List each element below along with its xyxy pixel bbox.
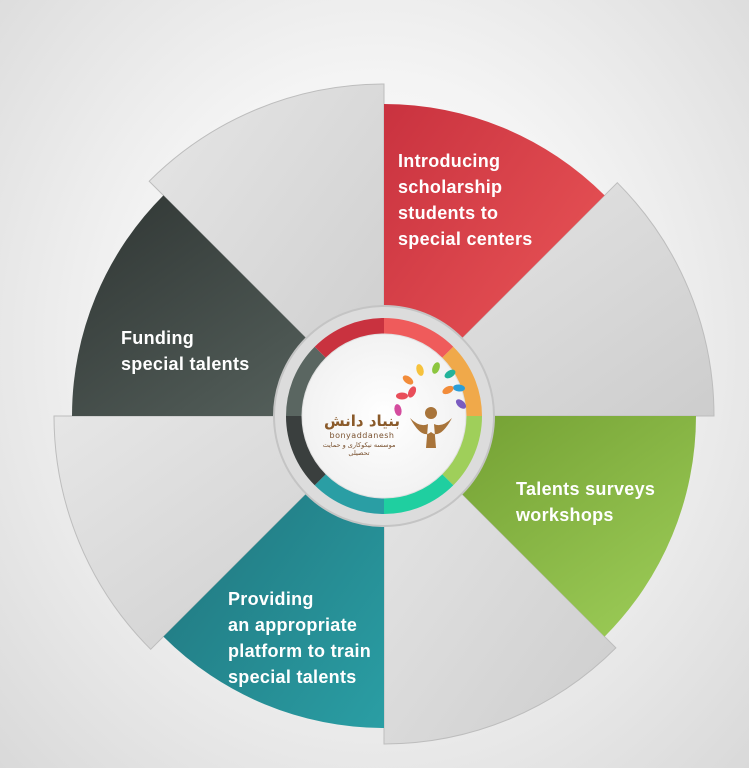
logo-name-en: bonyaddanesh: [329, 431, 395, 440]
hub-color-ring: [286, 318, 482, 514]
logo-leaf: [455, 399, 467, 409]
logo-leaf: [396, 392, 408, 400]
label-funding: Funding special talents: [121, 328, 250, 374]
logo-name-fa: بنیاد دانش: [323, 412, 401, 430]
logo-leaf: [407, 386, 417, 398]
label-providing-platform: Providing an appropriate platform to tra…: [228, 589, 372, 687]
logo-figure-body: [410, 418, 452, 448]
logo-leaf: [444, 369, 456, 379]
logo-leaf: [442, 385, 454, 395]
hub-ring-segment: [384, 318, 454, 359]
logo-leaf: [432, 362, 440, 374]
hub-ring-segment: [314, 473, 384, 514]
logo-tree-icon: [394, 362, 467, 448]
hub-center: [301, 333, 467, 499]
hub-ring-segment: [384, 473, 454, 514]
label-talents-surveys: Talents surveys workshops: [516, 479, 656, 525]
hub-ring-segment: [286, 416, 327, 486]
logo-subtitle-fa: موسسه نیکوکاری و حمایت تحصیلی: [322, 441, 396, 457]
hub-ring-segment: [286, 346, 327, 416]
hub-ring-segment: [441, 416, 482, 486]
label-scholarship: Introducing scholarship students to spec…: [398, 151, 533, 249]
hub-ring-segment: [441, 346, 482, 416]
logo-leaf: [402, 375, 414, 385]
hub-ring-segment: [314, 318, 384, 359]
logo-figure-head: [425, 407, 437, 419]
logo-leaf: [416, 364, 424, 376]
logo-leaf: [394, 404, 402, 416]
logo-leaf: [453, 384, 465, 392]
